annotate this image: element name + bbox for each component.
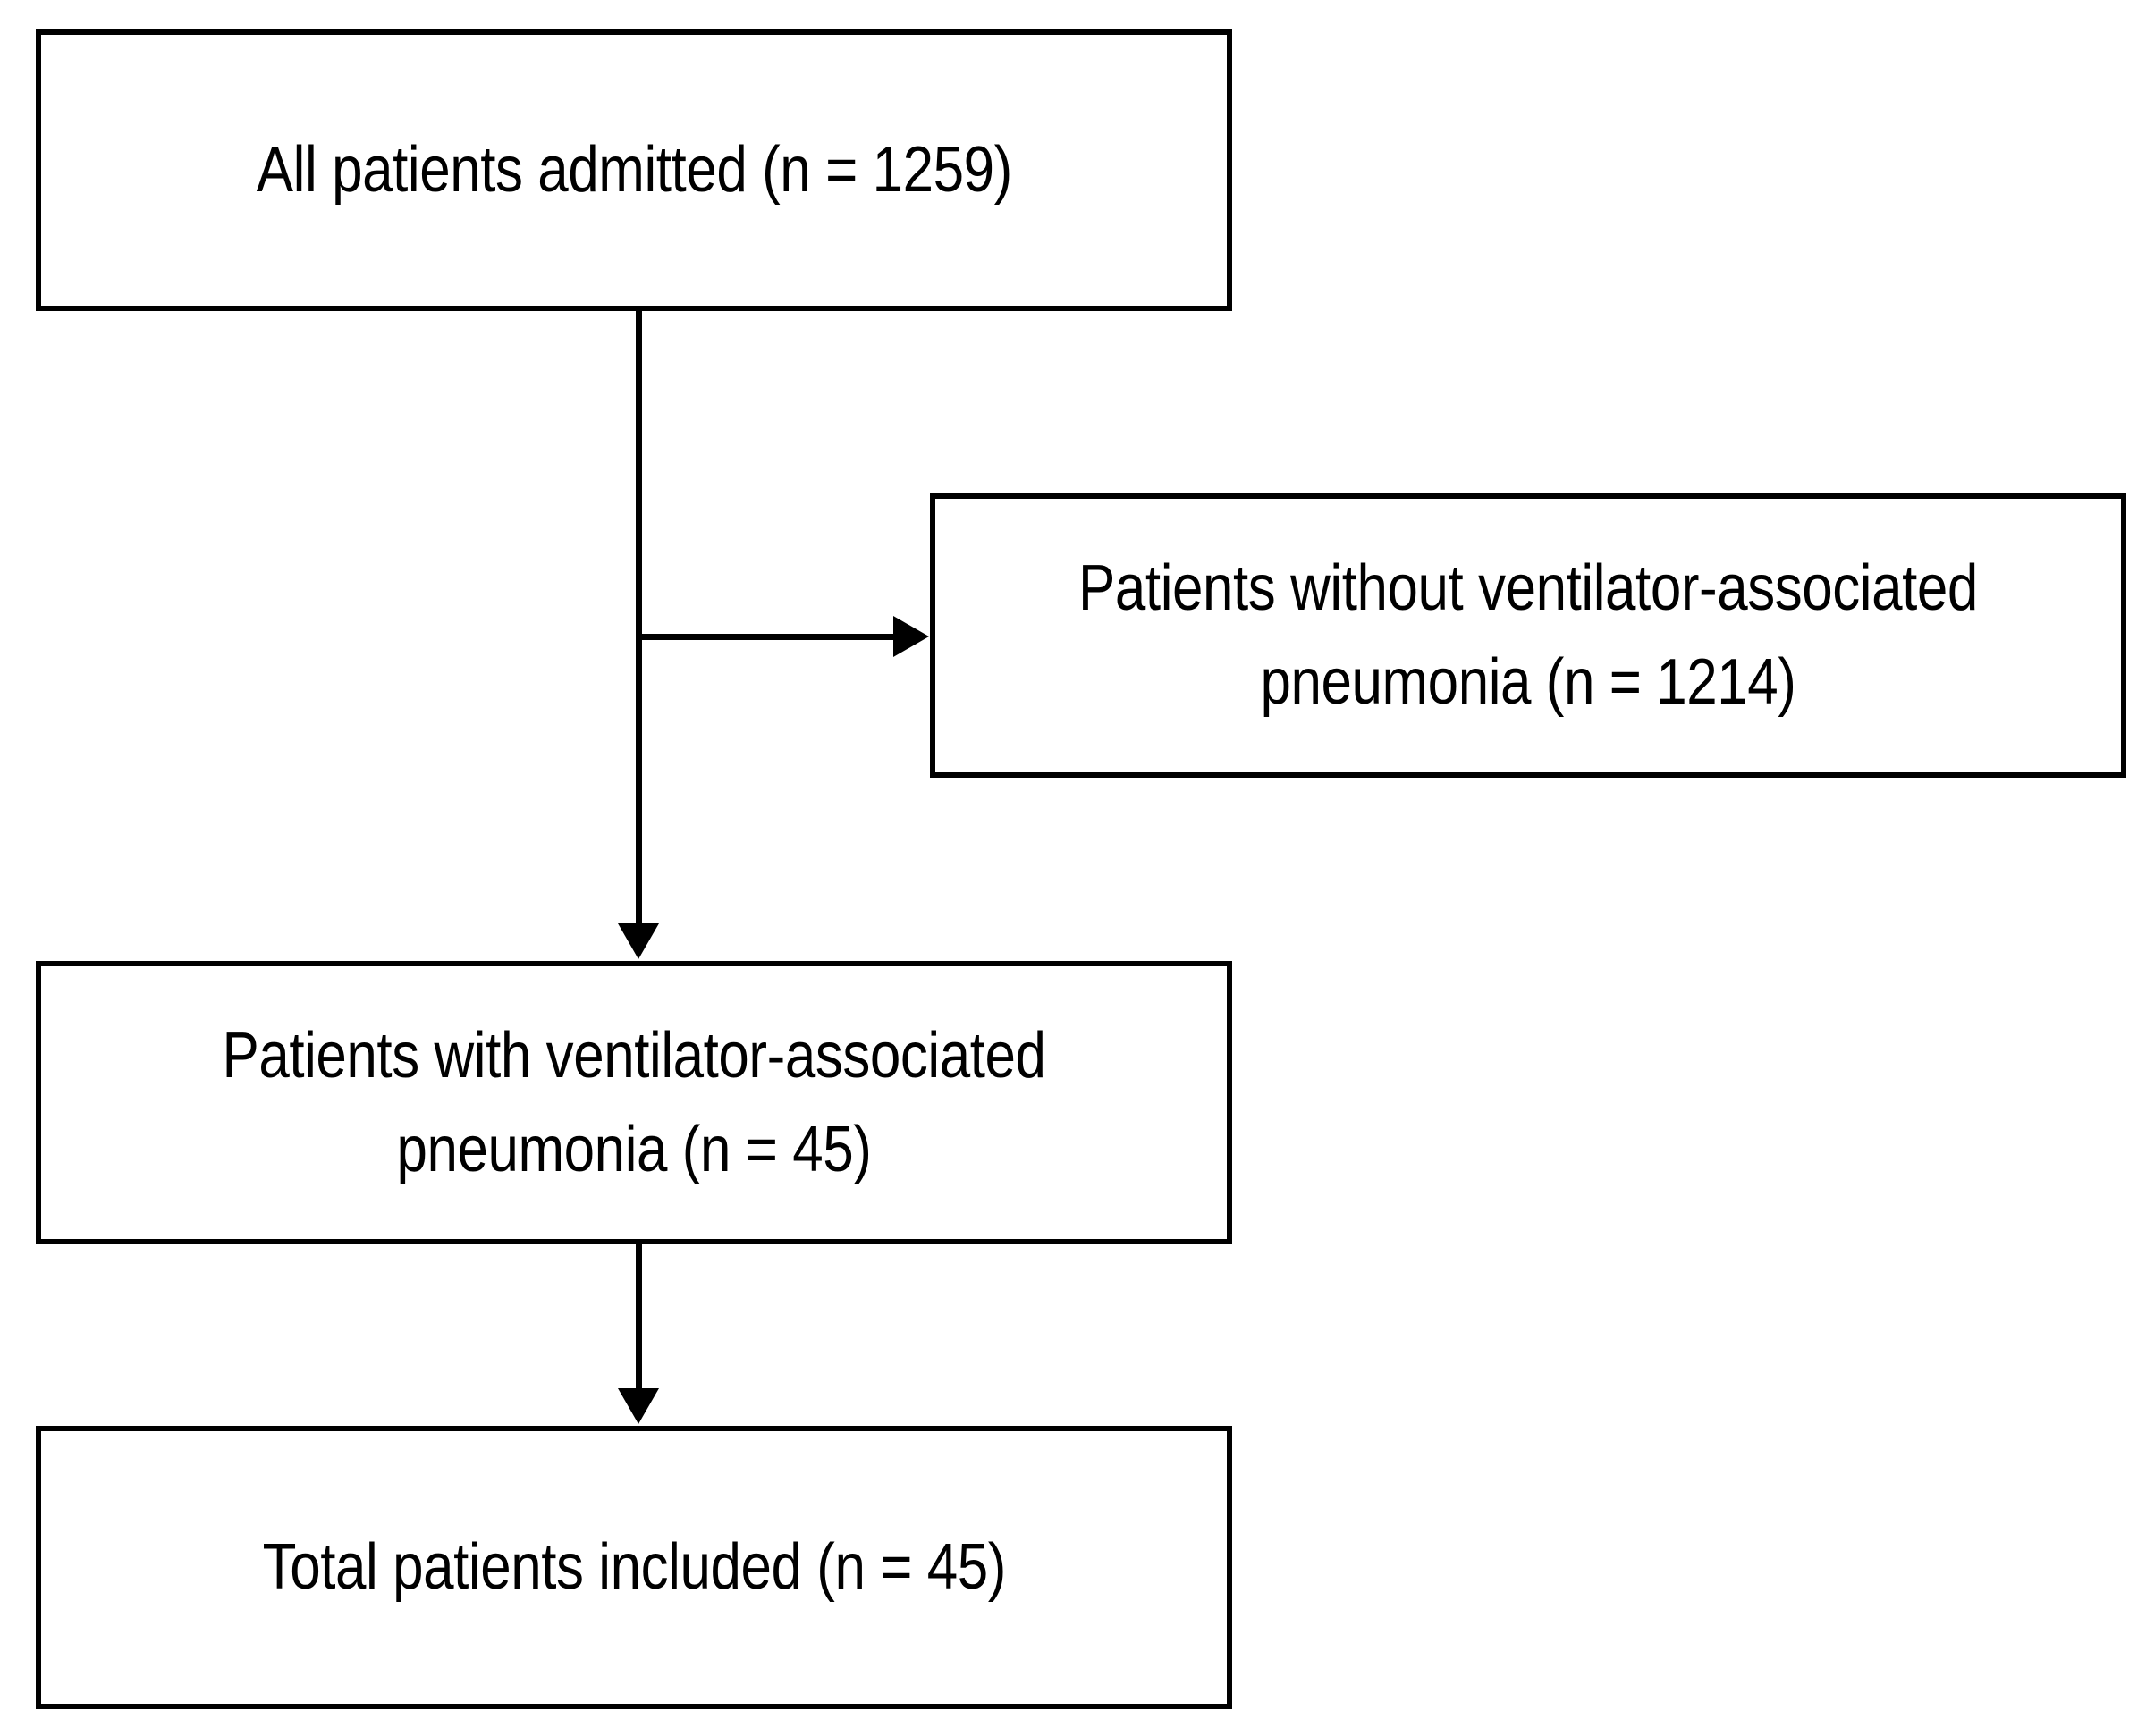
connector-trunk-lower: [636, 1244, 642, 1390]
arrowhead-down-icon-to-included: [618, 1388, 659, 1424]
arrowhead-down-icon-to-eligible: [618, 923, 659, 959]
node-all-patients-admitted[interactable]: All patients admitted (n = 1259): [36, 29, 1232, 311]
node-total-patients-included[interactable]: Total patients included (n = 45): [36, 1426, 1232, 1709]
connector-trunk-main: [636, 311, 642, 924]
node-patients-with-vap-label: Patients with ventilator-associated pneu…: [222, 1019, 1046, 1185]
connector-branch-to-excluded: [636, 634, 895, 640]
node-patients-without-vap[interactable]: Patients without ventilator-associated p…: [930, 493, 2126, 778]
node-total-patients-included-label: Total patients included (n = 45): [262, 1531, 1006, 1603]
node-all-patients-admitted-label: All patients admitted (n = 1259): [256, 134, 1012, 206]
node-patients-without-vap-label: Patients without ventilator-associated p…: [1078, 552, 1978, 718]
arrowhead-right-icon: [893, 616, 929, 657]
node-patients-with-vap[interactable]: Patients with ventilator-associated pneu…: [36, 961, 1232, 1244]
